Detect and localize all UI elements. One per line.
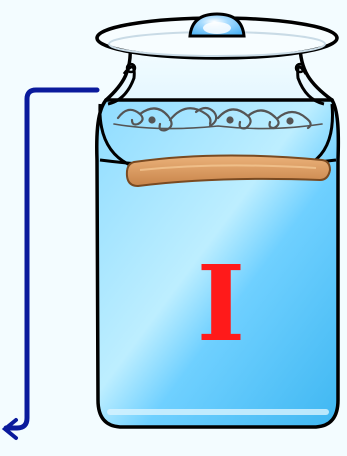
can-body bbox=[97, 100, 339, 427]
connector-line bbox=[6, 90, 97, 428]
milk-can bbox=[97, 14, 339, 427]
